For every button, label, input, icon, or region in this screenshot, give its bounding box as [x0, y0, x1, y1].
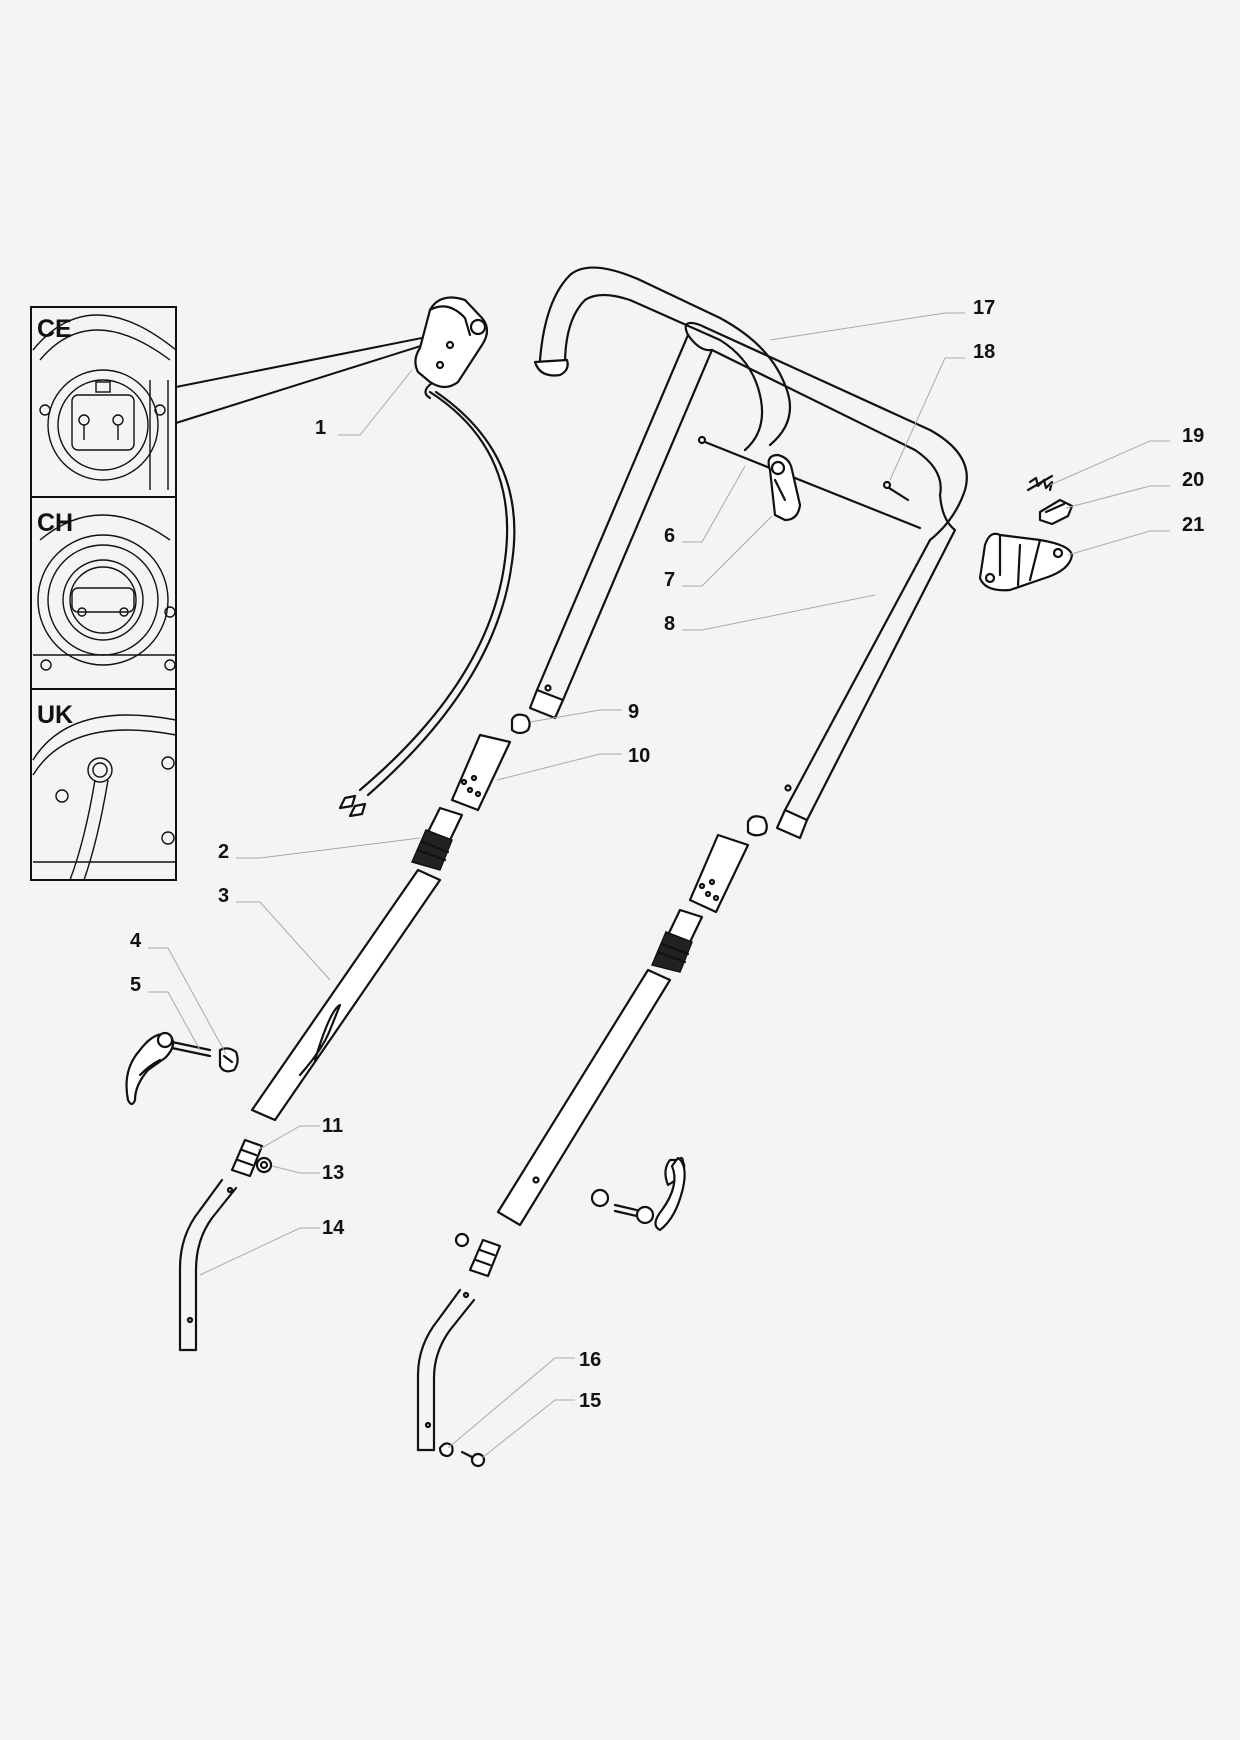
callout-13: 13: [322, 1162, 344, 1184]
callout-5: 5: [130, 974, 141, 996]
nut-part-4: [218, 1047, 239, 1073]
callout-18: 18: [973, 341, 995, 363]
cable-guide-part-7: [767, 453, 802, 522]
callout-4: 4: [130, 930, 142, 952]
callout-11: 11: [322, 1115, 343, 1137]
screw-part-15: [460, 1450, 486, 1468]
callout-14: 14: [322, 1217, 345, 1239]
right-nut: [454, 1232, 470, 1248]
callout-7: 7: [664, 569, 675, 591]
nut-part-13: [255, 1156, 273, 1174]
inset-label-ch: CH: [37, 509, 73, 537]
right-lower-tube: [416, 1288, 476, 1452]
inset-uk: [30, 688, 177, 881]
right-sleeve: [688, 833, 750, 914]
inset-ch: [30, 496, 177, 690]
right-clamp: [468, 1238, 502, 1278]
callout-10: 10: [628, 745, 650, 767]
lower-tube-part-14: [178, 1178, 238, 1352]
bracket-part-21: [978, 532, 1074, 592]
rod-part-6: [697, 435, 922, 530]
callout-8: 8: [664, 613, 675, 635]
sleeve-part-10: [450, 733, 512, 812]
callout-9: 9: [628, 701, 639, 723]
upper-handle-part-17: [528, 266, 968, 840]
bushing-part-9: [510, 713, 531, 735]
socket-part-1: [338, 296, 516, 818]
callout-19: 19: [1182, 425, 1204, 447]
inset-ce: [30, 306, 177, 498]
right-bushing: [746, 815, 768, 837]
inset-label-ce: CE: [37, 315, 72, 343]
callout-2: 2: [218, 841, 229, 863]
callout-16: 16: [579, 1349, 601, 1371]
spring-part-19: [1026, 474, 1054, 492]
right-knob: [650, 908, 704, 973]
pin-part-18: [882, 480, 910, 502]
leader-lines: [148, 312, 1170, 1459]
right-lever: [590, 1156, 686, 1232]
lever-part-5: [125, 1031, 212, 1106]
latch-part-20: [1038, 498, 1074, 526]
callout-17: 17: [973, 297, 995, 319]
clamp-part-11: [230, 1138, 264, 1178]
inset-panels: CE CH UK: [30, 306, 463, 881]
knob-part-2: [410, 806, 464, 871]
left-middle-tube-part-3: [250, 868, 442, 1122]
right-middle-tube: [496, 968, 672, 1227]
callout-3: 3: [218, 885, 229, 907]
callout-20: 20: [1182, 469, 1204, 491]
callout-21: 21: [1182, 514, 1204, 536]
callout-15: 15: [579, 1390, 601, 1412]
inset-label-uk: UK: [37, 701, 73, 729]
callouts: 1 2 3 4 5 6 7 8 9 10 11 13 14 15 16 17 1…: [130, 297, 1204, 1412]
callout-1: 1: [315, 417, 326, 439]
callout-6: 6: [664, 525, 675, 547]
